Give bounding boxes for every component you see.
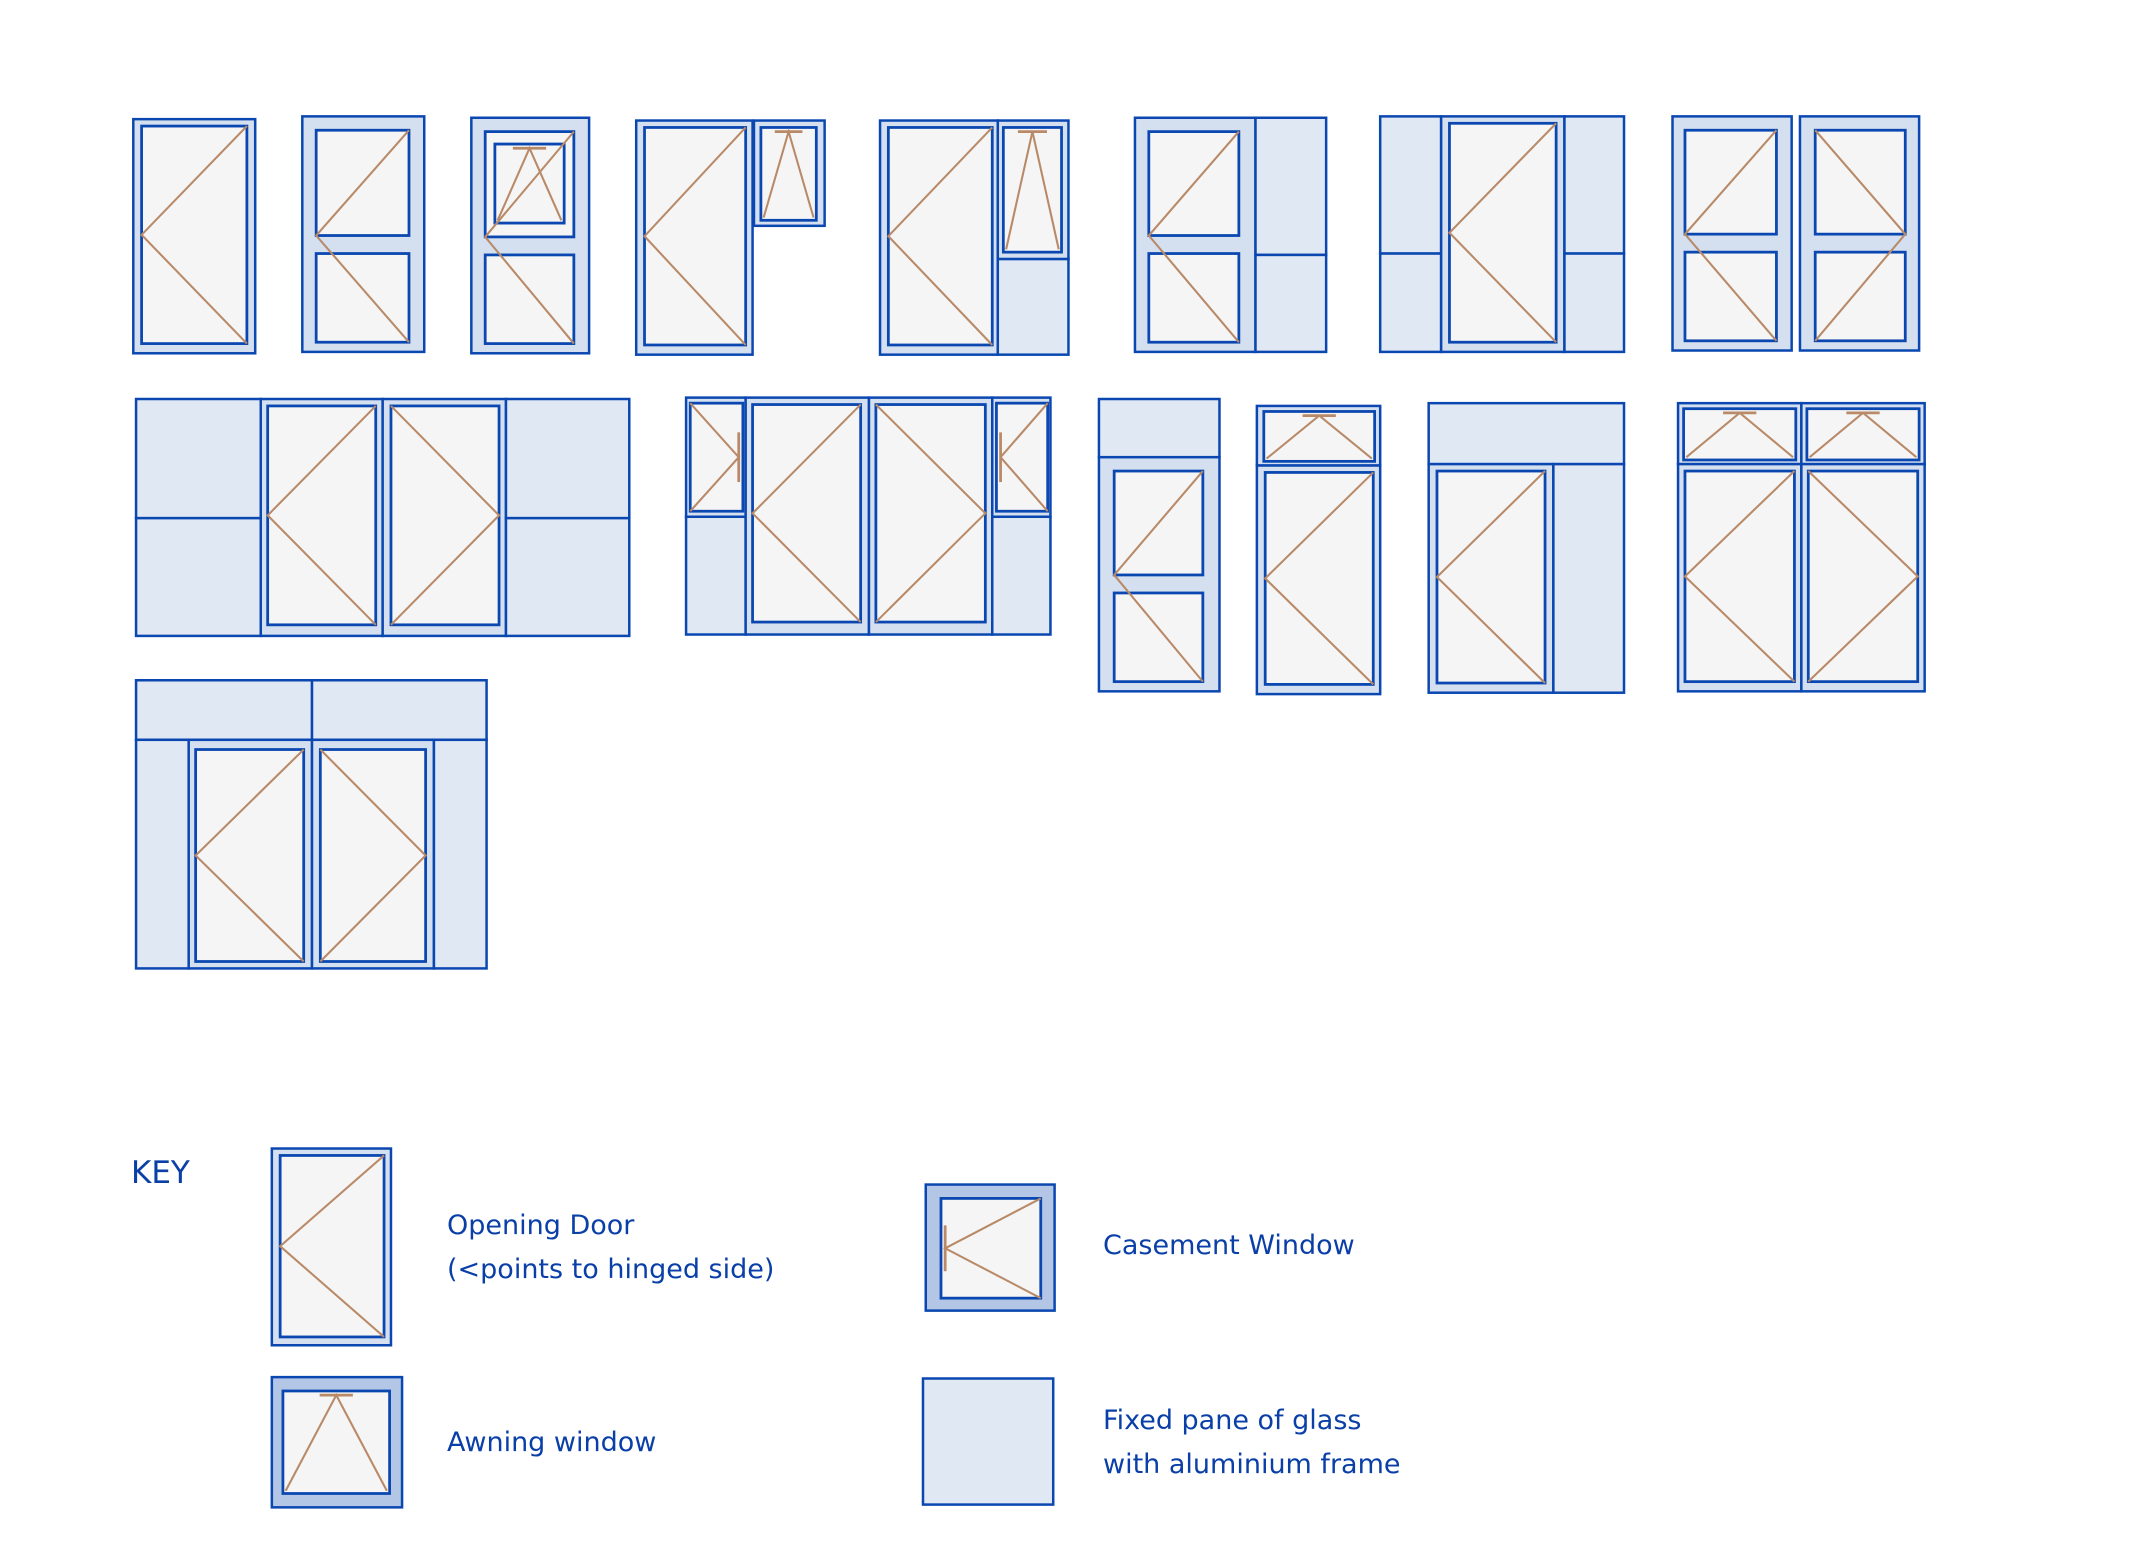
awning-swing-lines bbox=[496, 145, 563, 221]
glass-pane bbox=[1805, 407, 1921, 462]
opening-door-swing-lines bbox=[278, 1154, 385, 1338]
opening-door-swing-lines bbox=[875, 403, 987, 623]
glass-pane bbox=[1813, 250, 1907, 343]
glass-pane bbox=[266, 404, 378, 627]
fixed-pane bbox=[1552, 462, 1626, 694]
glass-pane bbox=[1147, 252, 1241, 344]
glass-pane bbox=[1001, 126, 1063, 254]
glass-pane bbox=[1112, 591, 1205, 684]
glass-pane bbox=[318, 748, 428, 963]
glass-pane bbox=[886, 126, 994, 347]
fixed-pane bbox=[991, 515, 1052, 636]
opening-door-swing-lines bbox=[314, 129, 410, 343]
opening-door-swing-lines bbox=[266, 405, 377, 626]
casement-swing-lines bbox=[999, 402, 1049, 512]
glass-pane bbox=[1683, 469, 1796, 684]
legend-opening-door-label: Opening Door bbox=[447, 1210, 635, 1241]
glass-pane bbox=[874, 403, 987, 624]
legend-fixed-label: Fixed pane of glass bbox=[1103, 1405, 1362, 1436]
glass-pane bbox=[140, 124, 249, 345]
legend-title: KEY bbox=[131, 1155, 190, 1191]
glass-pane bbox=[483, 253, 576, 345]
legend-opening-door-note: (<points to hinged side) bbox=[447, 1254, 775, 1285]
opening-door-swing-lines bbox=[1435, 470, 1546, 684]
opening-door-swing-lines bbox=[319, 748, 428, 963]
glass-pane bbox=[1682, 407, 1798, 462]
fixed-pane bbox=[1378, 252, 1443, 354]
glass-pane bbox=[1435, 469, 1547, 685]
glass-pane bbox=[1683, 250, 1778, 343]
glass-pane bbox=[643, 126, 748, 347]
fixed-pane bbox=[1563, 252, 1626, 354]
legend-fixed-note: with aluminium frame bbox=[1103, 1449, 1401, 1480]
opening-door-swing-lines bbox=[194, 748, 305, 963]
fixed-pane bbox=[1254, 253, 1328, 354]
legend-casement-label: Casement Window bbox=[1103, 1230, 1355, 1261]
glass-pane bbox=[314, 252, 411, 344]
glass-pane bbox=[939, 1197, 1043, 1300]
fixed-pane bbox=[134, 397, 262, 520]
legend-fixed-pane bbox=[921, 1377, 1055, 1506]
awning-swing-lines bbox=[762, 127, 815, 218]
legend-awning-label: Awning window bbox=[447, 1427, 657, 1458]
glass-pane bbox=[389, 404, 501, 627]
glass-pane bbox=[1806, 469, 1920, 684]
awning-swing-lines bbox=[284, 1392, 388, 1492]
opening-door-swing-lines bbox=[1683, 470, 1796, 683]
opening-door-swing-lines bbox=[483, 130, 575, 345]
glass-pane bbox=[278, 1154, 386, 1339]
opening-door-swing-lines bbox=[1147, 130, 1240, 343]
opening-door-swing-lines bbox=[390, 405, 501, 626]
awning-swing-lines bbox=[1265, 414, 1373, 460]
glass-pane bbox=[759, 126, 818, 222]
fixed-pane bbox=[504, 516, 631, 638]
glass-pane bbox=[688, 401, 745, 513]
opening-door-swing-lines bbox=[1814, 129, 1907, 342]
opening-door-swing-lines bbox=[140, 125, 248, 345]
glass-pane bbox=[751, 403, 863, 624]
fixed-pane bbox=[996, 257, 1070, 356]
casement-swing-lines bbox=[689, 402, 741, 512]
fixed-pane bbox=[134, 516, 262, 638]
casement-swing-lines bbox=[942, 1197, 1042, 1300]
glass-pane bbox=[194, 748, 306, 963]
fixed-pane bbox=[1563, 115, 1626, 255]
glass-pane bbox=[1262, 410, 1377, 463]
fixed-pane bbox=[310, 679, 488, 742]
fixed-pane bbox=[1427, 401, 1626, 466]
opening-door-swing-lines bbox=[751, 403, 862, 623]
opening-door-swing-lines bbox=[1448, 122, 1557, 343]
opening-door-swing-lines bbox=[1112, 470, 1204, 683]
opening-door-swing-lines bbox=[886, 126, 994, 346]
fixed-pane bbox=[1254, 116, 1328, 257]
opening-door-swing-lines bbox=[1807, 470, 1920, 683]
fixed-pane bbox=[432, 738, 488, 970]
glass-pane bbox=[1448, 121, 1558, 344]
fixed-pane bbox=[134, 679, 314, 742]
glass-pane bbox=[1263, 471, 1375, 686]
awning-swing-lines bbox=[1809, 411, 1918, 458]
fixed-pane bbox=[684, 515, 747, 636]
glass-pane bbox=[995, 401, 1050, 513]
opening-door-swing-lines bbox=[1683, 129, 1778, 342]
fixed-pane bbox=[504, 397, 631, 520]
glass-pane bbox=[281, 1389, 391, 1495]
opening-door-swing-lines bbox=[1263, 471, 1374, 686]
awning-swing-lines bbox=[1005, 131, 1060, 250]
awning-swing-lines bbox=[1685, 411, 1794, 458]
fixed-pane bbox=[1097, 397, 1221, 459]
fixed-pane bbox=[1378, 115, 1443, 255]
opening-door-swing-lines bbox=[643, 126, 747, 346]
fixed-pane bbox=[134, 738, 190, 970]
